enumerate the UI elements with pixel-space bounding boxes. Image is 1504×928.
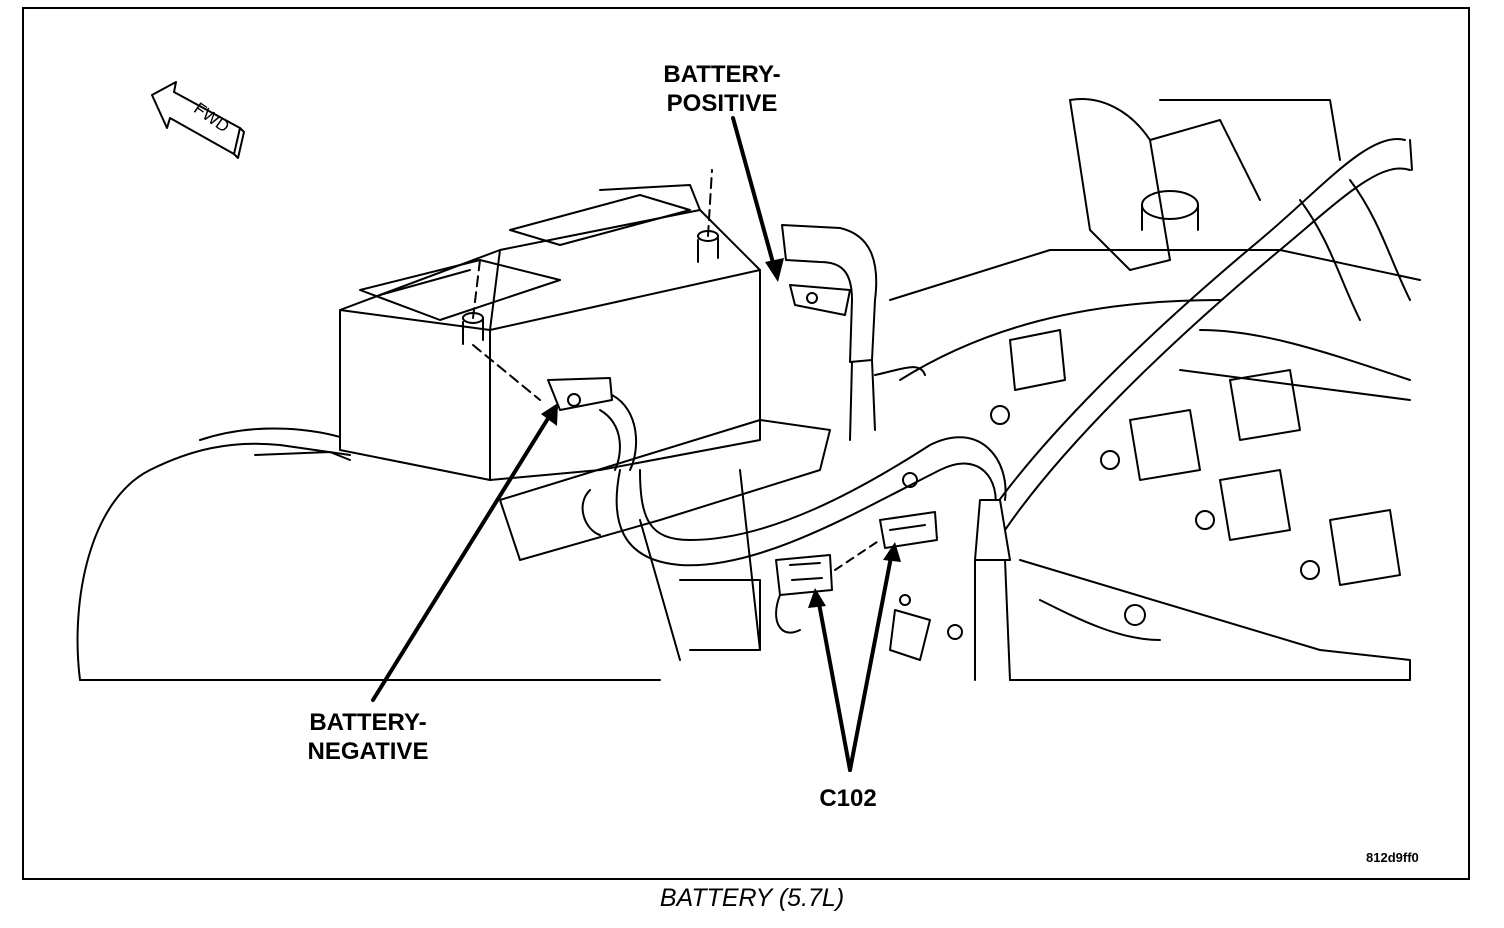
engine: [889, 98, 1421, 681]
figure-code: 812d9ff0: [1366, 850, 1419, 865]
battery-positive-label: BATTERY- POSITIVE: [652, 60, 792, 118]
positive-terminal: [781, 224, 926, 441]
negative-terminal: [547, 377, 638, 471]
leader-lines: [371, 116, 894, 772]
arrowhead-positive: [765, 258, 784, 282]
figure-caption: BATTERY (5.7L): [659, 884, 845, 912]
battery-negative-label: BATTERY- NEGATIVE: [296, 708, 440, 766]
arrowhead-negative: [541, 403, 558, 426]
c102-connector: [775, 511, 938, 634]
battery: [339, 169, 761, 481]
negative-cable: [615, 462, 997, 567]
c102-label: C102: [819, 785, 877, 812]
positive-cable: [984, 137, 1406, 521]
fwd-arrow-icon: [151, 81, 245, 159]
battery-tray: [499, 419, 831, 561]
arrowhead-c102-right: [883, 542, 901, 562]
battery-negative-label-line2: NEGATIVE: [307, 738, 429, 765]
fender-outline: [76, 442, 351, 681]
arrowhead-c102-left: [808, 588, 826, 608]
battery-positive-label-line2: POSITIVE: [666, 90, 778, 117]
battery-negative-label-line1: BATTERY-: [309, 709, 427, 736]
battery-positive-label-line1: BATTERY-: [663, 61, 781, 88]
